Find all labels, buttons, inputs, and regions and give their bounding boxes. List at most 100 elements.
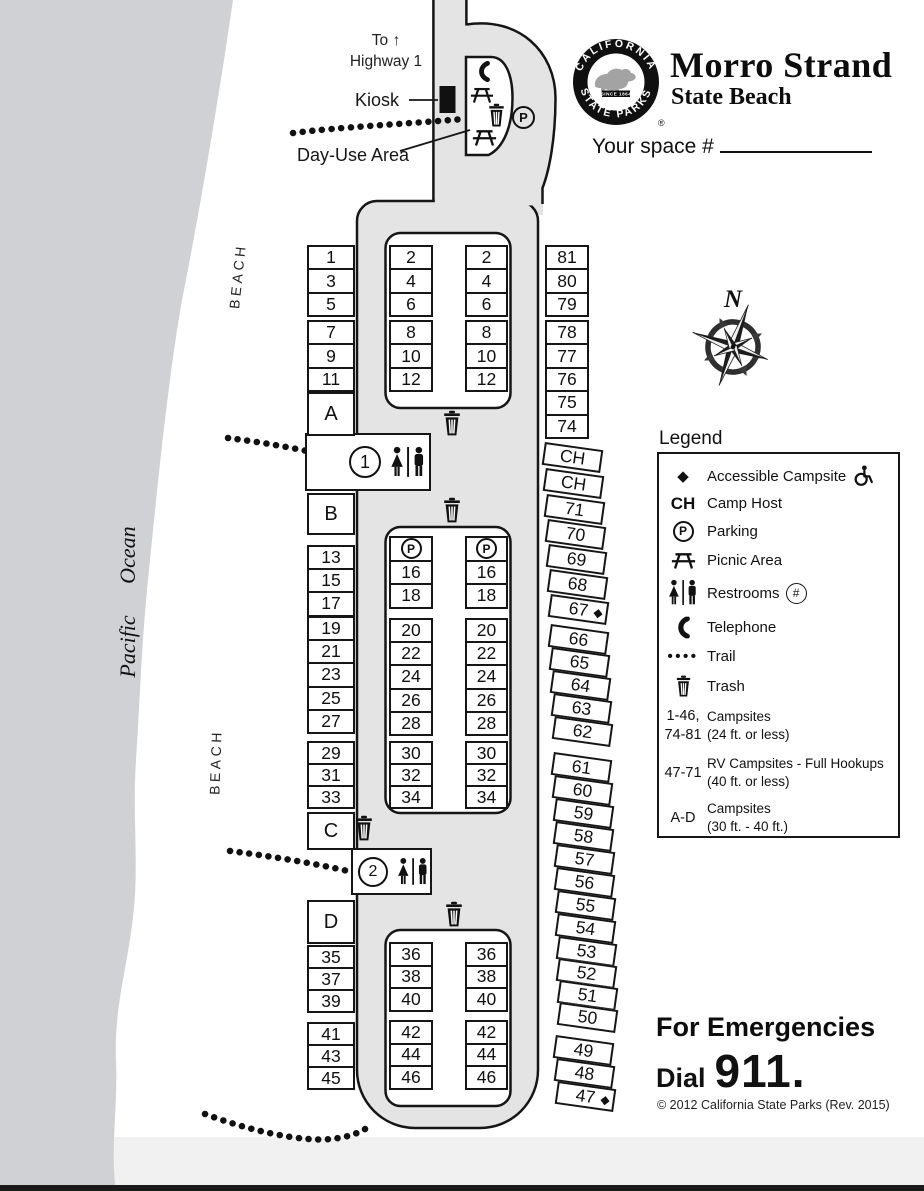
restrooms-icon [397,857,430,887]
legend-row-camp-host: CH Camp Host [659,490,898,517]
to-label: To ↑ [371,32,401,49]
copyright-line: © 2012 California State Parks (Rev. 2015… [657,1098,890,1112]
campsite-box: 37 [307,967,355,991]
legend-accessible-label: Accessible Campsite [707,467,847,485]
campsite-box: 8 [389,320,433,346]
restroom-station-1: 1 [305,433,431,491]
legend-row-restrooms: Restrooms # [659,575,898,611]
legend-row-sites-standard: 1-46, 74-81 Campsites (24 ft. or less) [659,702,898,750]
campsite-box: 42 [465,1020,508,1045]
emergency-dial: Dial [656,1063,706,1093]
legend-trash-label: Trash [707,677,745,695]
emergency-number: 911. [714,1045,806,1097]
campsite-box: 27 [307,708,355,734]
your-space-blank [719,131,872,153]
campsite-box: 25 [307,685,355,711]
campsite-box: 46 [389,1065,433,1090]
site-range-desc: Campsites (30 ft. - 40 ft.) [707,801,789,834]
parking-box: P [465,536,508,562]
campsite-box: 16 [465,559,508,585]
legend-row-sites-rv: 47-71 RV Campsites - Full Hookups (40 ft… [659,750,898,796]
parking-icon: P [672,520,694,542]
campsite-box: 42 [389,1020,433,1045]
campsite-box-letter: A [307,392,355,436]
campsite-box: 21 [307,639,355,665]
legend-row-parking: P Parking [659,517,898,545]
legend-row-telephone: Telephone [659,611,898,643]
campsite-box: 38 [389,964,433,989]
campsite-box: 22 [465,641,508,667]
campsite-box: 18 [465,583,508,609]
emergency-line1: For Emergencies [656,1012,876,1042]
campsite-box: 28 [389,710,433,736]
campsite-box-letter: C [307,812,355,850]
campsite-box: 22 [389,641,433,667]
campsite-box: 2 [389,245,433,271]
campsite-box: 44 [465,1042,508,1067]
parking-icon: P [476,538,497,560]
campsite-box: 13 [307,545,355,571]
north-label: N [724,286,743,313]
campsite-box: 79 [545,291,589,318]
highway-direction-label: To ↑ Highway 1 [338,31,434,73]
campsite-box: 4 [389,268,433,294]
campsite-box: 9 [307,343,355,369]
logo-since-text: SINCE 1864 [601,92,632,97]
campsite-box: 20 [465,618,508,644]
campsite-box: 26 [389,687,433,713]
site-range: 47-71 [664,764,702,781]
compass-rose [692,304,768,386]
legend-box: ◆ Accessible Campsite CH Camp Host P Par… [657,452,900,838]
accessible-diamond-icon: ◆ [592,604,604,620]
pacific-ocean-shape [0,0,233,1191]
sand-strip [0,1137,924,1187]
campsite-box: 34 [465,785,508,809]
campsite-box: 43 [307,1044,355,1068]
pacific-ocean-label: Pacific Ocean [115,526,140,678]
campsite-box: 33 [307,785,355,809]
highway-label: Highway 1 [349,52,423,70]
site-range: A-D [670,809,696,826]
campsite-box: 74 [545,413,589,439]
campsite-box: 38 [465,964,508,989]
campsite-box: 6 [389,291,433,318]
your-space-field: Your space # [592,131,872,159]
restroom-number-badge: 2 [358,856,388,887]
campsite-box: 18 [389,583,433,609]
campsite-box: 20 [389,618,433,644]
campsite-box: 8 [465,320,508,346]
campsite-box: 44 [389,1042,433,1067]
legend-picnic-label: Picnic Area [707,551,783,569]
road-merge [434,197,536,206]
campsite-box: 36 [389,942,433,967]
legend-restrooms-label: Restrooms [707,584,780,602]
beach-label-bottom: BEACH [206,728,225,796]
campsite-box: 80 [545,268,589,294]
campsite-box: 81 [545,245,589,271]
campsite-box: 3 [307,268,355,294]
site-range-desc: Campsites (24 ft. or less) [707,709,790,742]
legend-row-picnic: Picnic Area [659,545,898,575]
campsite-box: 24 [389,664,433,690]
legend-title: Legend [659,428,723,449]
campsite-box: 15 [307,568,355,594]
campsite-box: 30 [465,741,508,765]
wheelchair-icon [852,465,874,487]
campsite-box: 41 [307,1022,355,1046]
campsite-box: 28 [465,710,508,736]
campsite-box: 31 [307,763,355,787]
campsite-box: 23 [307,662,355,688]
campsite-box: 46 [465,1065,508,1090]
campsite-box: 17 [307,591,355,617]
your-space-label: Your space # [592,135,714,158]
restrooms-icon [668,579,699,607]
parking-icon: P [512,106,535,129]
legend-row-trail: •••• Trail [659,643,898,670]
campsite-box: 16 [389,559,433,585]
campsite-box: 77 [545,343,589,369]
emergency-notice: For Emergencies Dial 911. [656,1012,875,1098]
accessible-diamond-icon: ◆ [677,468,689,485]
legend-parking-label: Parking [707,522,758,540]
campsite-box: 26 [465,687,508,713]
